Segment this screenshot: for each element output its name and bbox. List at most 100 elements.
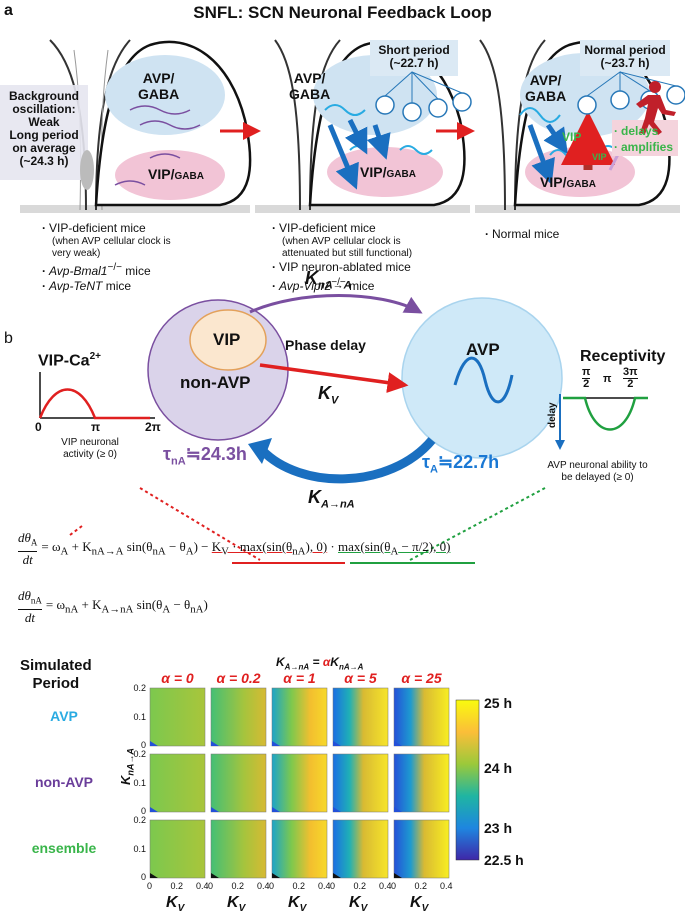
vip-gaba-label-3: VIP/GABA: [540, 174, 596, 190]
colorbar-tick: 23 h: [484, 820, 513, 836]
alpha-label: α = 25: [401, 670, 442, 686]
heatmap-cell: [393, 753, 450, 813]
heatmap-cell: [149, 753, 206, 813]
colorbar-tick: 22.5 h: [484, 852, 524, 868]
heatmap-corner-mark: [211, 873, 219, 878]
normal-period-line-1: Normal period: [584, 43, 666, 57]
vip-activity-line-1: VIP neuronal: [61, 437, 119, 448]
mice-word: mice: [121, 264, 151, 278]
x-tick: 0: [147, 881, 153, 891]
y-tick: 0: [140, 740, 146, 750]
eq1-fraction: dθA dt: [18, 530, 38, 567]
panel-b-graphics: [38, 294, 648, 564]
gaba-part: GABA: [386, 169, 416, 180]
avp-label: AVP/: [142, 70, 175, 86]
eq2-num-sub: nA: [30, 595, 42, 606]
scn-scene-2: [255, 39, 472, 213]
phase-delay-label: Phase delay: [285, 337, 366, 353]
background-oscillation-box: Background oscillation: Weak Long period…: [0, 90, 88, 168]
gaba-label: GABA: [525, 88, 567, 104]
x-axis-label-sub: V: [177, 903, 185, 914]
tau-sub: nA: [171, 455, 186, 468]
heatmap-corner-mark: [333, 873, 341, 878]
bg-line-6: (~24.3 h): [19, 154, 69, 168]
list2-item-2: VIP neuron-ablated mice: [272, 260, 412, 275]
heatmap-corner-mark: [150, 741, 158, 746]
x-tick: 0.2: [170, 881, 184, 891]
gaba-part: GABA: [174, 171, 204, 182]
panel-a-title: SNFL: SCN Neuronal Feedback Loop: [193, 3, 492, 22]
k-symbol: K: [308, 487, 321, 507]
x-tick: 0.4: [379, 881, 392, 891]
list2-item-1: VIP-deficient mice: [272, 221, 412, 236]
y-k-sub: nA→A: [125, 748, 136, 776]
heatmap-cell: [149, 687, 206, 747]
short-period-line-2: (~22.7 h): [389, 56, 439, 70]
alpha-label: α = 0: [161, 670, 194, 686]
row-label: non-AVP: [34, 774, 94, 790]
tau-value: ≒22.7h: [438, 452, 500, 472]
avp-ability-line-2: be delayed (≥ 0): [561, 472, 634, 483]
f-alpha: α: [322, 655, 331, 669]
x-tick: 0.4: [318, 881, 331, 891]
x-tick: 0: [269, 881, 275, 891]
tau-a-label: τA≒22.7h: [422, 452, 499, 476]
eq2-den: dt: [24, 609, 35, 625]
heatmap-cell: [271, 819, 328, 879]
heatmap-cell: [332, 753, 389, 813]
x-tick: 0.4: [257, 881, 270, 891]
list1-note-1: (when AVP cellular clock is: [52, 236, 171, 247]
list2-note-1: (when AVP cellular clock is: [282, 236, 401, 247]
eq2-num: dθ: [18, 588, 31, 603]
equation-2: dθnA dt = ωnA + KA→nA sin(θA − θnA): [18, 588, 208, 625]
period-word: Period: [32, 675, 80, 692]
tau-sub: A: [430, 463, 438, 476]
panel-a-letter: a: [4, 2, 13, 19]
heatmap-cell: [393, 687, 450, 747]
avp-bmal1-label: Avp-Bmal1: [49, 264, 108, 278]
gaba-part: GABA: [566, 179, 596, 190]
alpha-label: α = 5: [344, 670, 377, 686]
y-tick: 0.2: [133, 815, 146, 825]
f-eq: =: [309, 655, 323, 669]
bg-line-3: Weak: [28, 115, 60, 129]
mice-list-2: VIP-deficient mice (when AVP cellular cl…: [272, 221, 412, 294]
colorbar: [455, 699, 480, 861]
equation-1: dθA dt = ωA + KnA→A sin(θnA − θA) − KV ·…: [18, 530, 450, 567]
k-na-a-label: KnA→A: [305, 268, 352, 292]
eq1-numerator: dθA: [18, 530, 38, 552]
x-axis-label-sub: V: [421, 903, 429, 914]
avp-gaba-label-1: AVP/ GABA: [138, 70, 179, 102]
x-axis-label-sub: V: [238, 903, 246, 914]
vip-axis-pi: π: [91, 420, 101, 434]
gaba-label: GABA: [289, 86, 331, 102]
x-axis-label: KV: [166, 894, 185, 914]
eq1-rhs: = ωA + KnA→A sin(θnA − θA) − KV · max(si…: [41, 539, 451, 558]
k-symbol: K: [318, 383, 331, 403]
x-tick: 0.2: [292, 881, 306, 891]
gaba-label: GABA: [138, 86, 180, 102]
bg-line-1: Background: [8, 89, 79, 103]
vip-gaba-label-1: VIP/GABA: [148, 166, 204, 182]
rec-3pi: 3π: [623, 366, 638, 379]
x-axis-label: KV: [227, 894, 246, 914]
heatmap-corner-mark: [150, 807, 158, 812]
tau-symbol: τ: [422, 452, 431, 472]
k-a-na-label: KA→nA: [308, 487, 355, 511]
vip-ca-title: VIP-Ca2+: [38, 351, 101, 370]
x-tick: 0.2: [353, 881, 367, 891]
x-tick: 0.2: [414, 881, 428, 891]
heatmap-corner-mark: [211, 741, 219, 746]
avp-label: AVP/: [293, 70, 326, 86]
rec-pi: π: [582, 366, 591, 379]
list2-note-2: attenuated but still functional): [282, 248, 413, 259]
avp-label: AVP/: [529, 72, 562, 88]
y-tick: 0.2: [133, 683, 146, 693]
simulated-word: Simulated: [20, 657, 92, 674]
y-tick: 0.1: [133, 844, 146, 854]
heatmap-cell: [271, 687, 328, 747]
x-tick: 0.4: [196, 881, 209, 891]
y-k: K: [118, 775, 133, 785]
